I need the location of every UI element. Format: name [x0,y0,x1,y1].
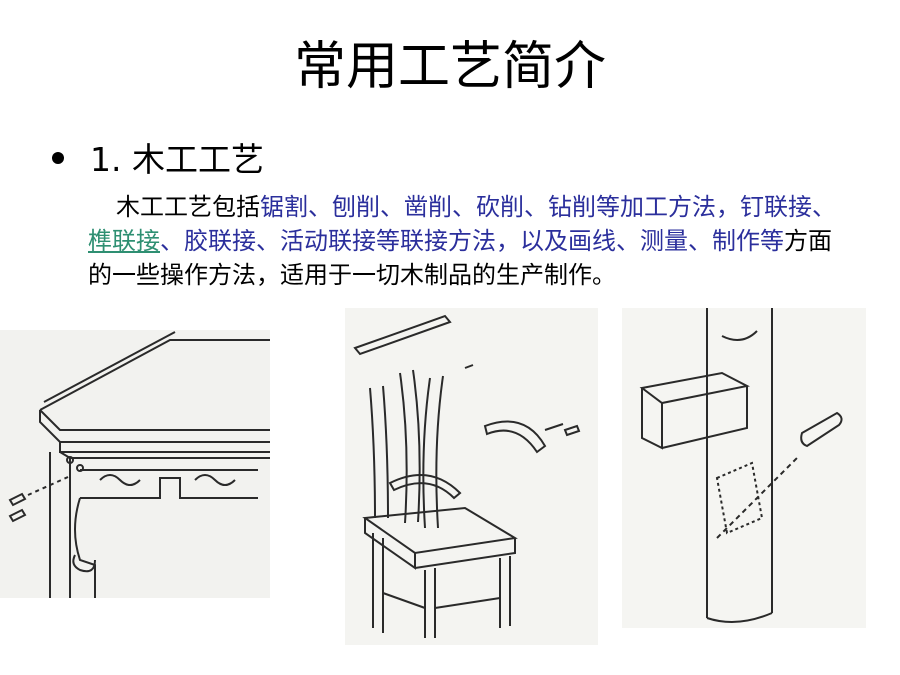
para-ending: 方面的一些操作方法，适用于一切木制品的生产制作。 [88,227,832,289]
slide-title: 常用工艺简介 [293,37,606,97]
joint-others: 、胶联接、活动联接等 [160,227,400,255]
description-paragraph: 木工工艺包括锯割、刨削、凿削、砍削、钻削等加工方法，钉联接、榫联接、胶联接、活动… [88,190,848,292]
bullet-heading: 1. 木工工艺 [52,138,264,182]
bullet-dot-icon [52,151,64,164]
joint-nail: 钉联接、 [740,193,836,221]
post-beam-dowel-image [622,308,866,628]
other-methods: 画线、测量、制作等 [568,227,784,255]
mortise-joint-link[interactable]: 榫联接 [88,227,160,255]
table-corner-joint-image [0,330,270,598]
chair-assembly-image [345,308,598,645]
processing-methods: 锯割、刨削、凿削、砍削、钻削等 [260,193,620,221]
processing-suffix: 加工方法， [620,193,740,221]
bullet-heading-text: 木工工艺 [132,140,264,179]
joint-suffix: 联接方法，以及 [400,227,568,255]
para-intro: 木工工艺包括 [116,193,260,221]
bullet-number: 1. [90,140,122,179]
